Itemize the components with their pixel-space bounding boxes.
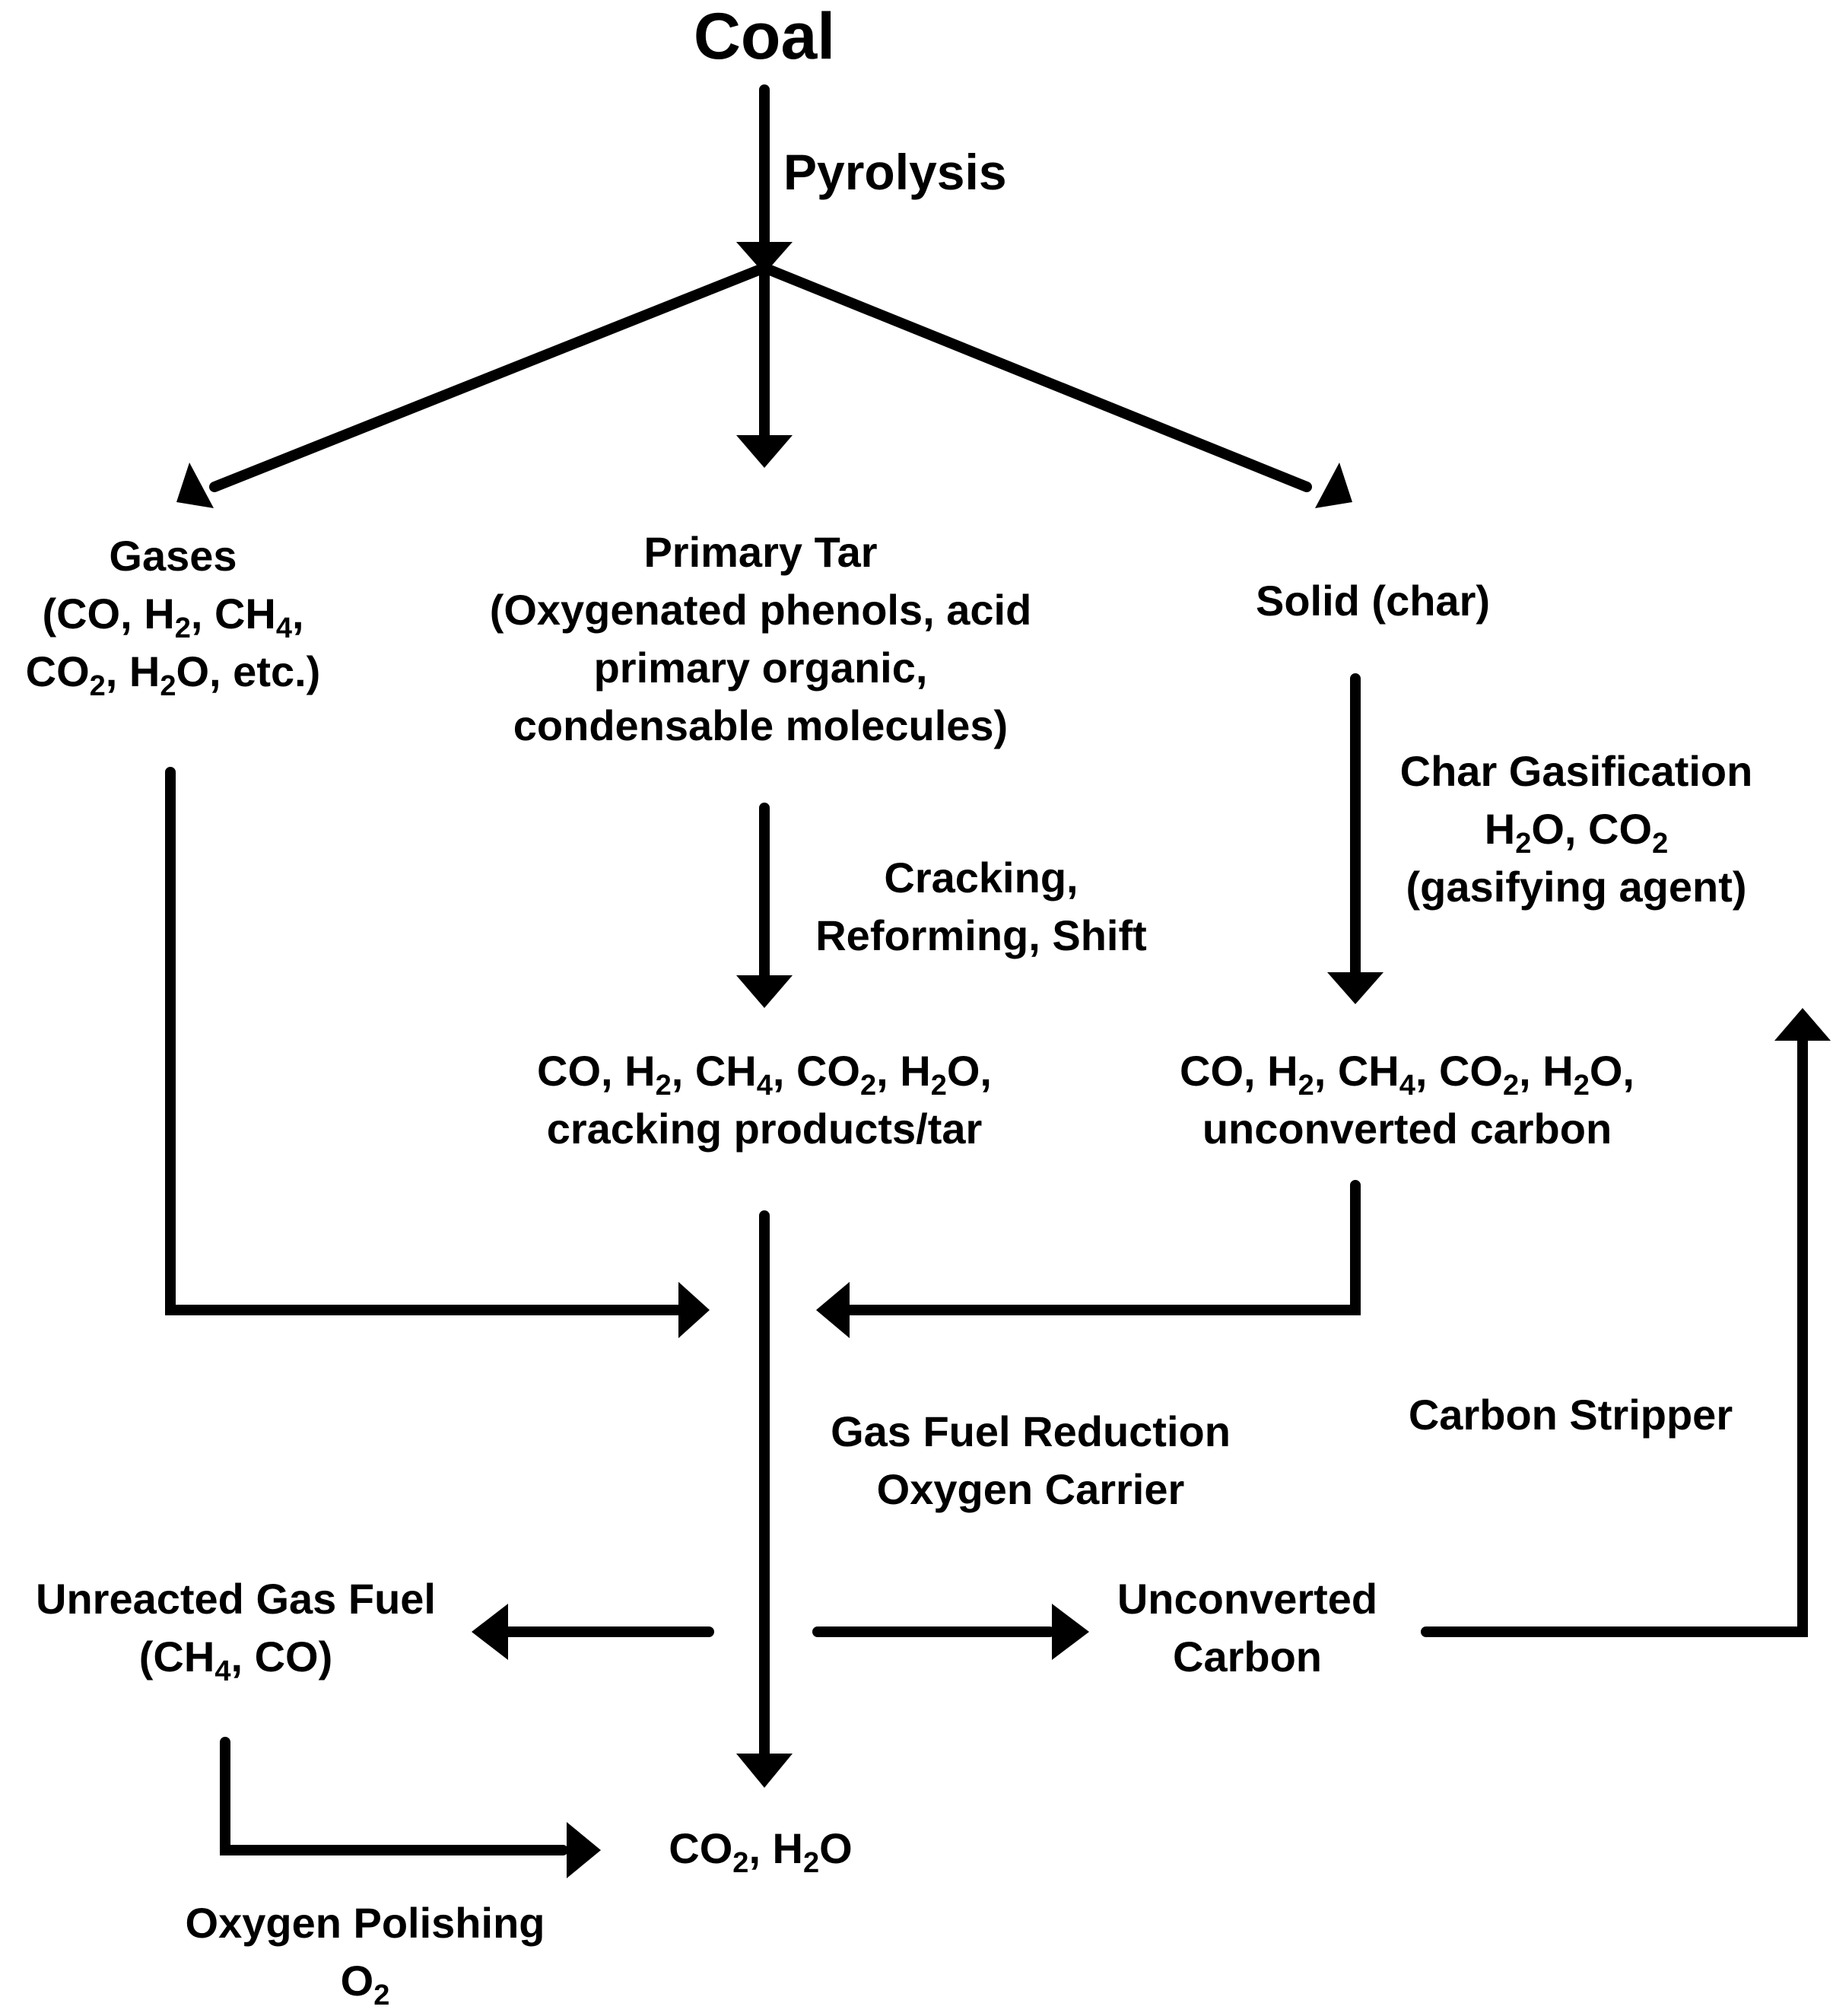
node-gases: Gases (CO, H2, CH4, CO2, H2O, etc.) <box>25 532 321 702</box>
node-solid: Solid (char) <box>1255 577 1491 625</box>
arrow-to-solid <box>759 262 1312 492</box>
arrowhead-char <box>1327 972 1383 1004</box>
node-unreacted-gas-fuel: Unreacted Gas Fuel (CH4, CO) <box>36 1575 436 1687</box>
node-coal: Coal <box>693 0 836 73</box>
arrowhead-gases <box>176 463 214 508</box>
arrowhead-final <box>736 1754 793 1788</box>
arrowhead-gases-merge <box>678 1282 710 1338</box>
node-unconverted-carbon: Unconverted Carbon <box>1117 1575 1378 1681</box>
node-char-products: CO, H2, CH4, CO2, H2O, unconverted carbo… <box>1180 1047 1634 1153</box>
arrow-gases-merge <box>165 767 690 1315</box>
arrowhead-oxygen-polishing <box>567 1822 601 1878</box>
arrow-carbon-stripper <box>1421 1031 1808 1637</box>
node-final-products: CO2, H2O <box>669 1824 853 1879</box>
label-cracking: Cracking, Reforming, Shift <box>815 854 1147 959</box>
arrow-to-gases <box>209 262 770 492</box>
arrowhead-unreacted <box>472 1604 508 1660</box>
label-oxygen-polishing: Oxygen Polishing O2 <box>185 1899 545 2011</box>
node-tar-products: CO, H2, CH4, CO2, H2O, cracking products… <box>537 1047 992 1153</box>
arrowhead-primary-tar <box>736 435 793 468</box>
arrowhead-unconverted <box>1052 1604 1089 1660</box>
node-primary-tar: Primary Tar (Oxygenated phenols, acid pr… <box>489 528 1032 749</box>
label-char-gasification: Char Gasification H2O, CO2 (gasifying ag… <box>1399 747 1753 911</box>
arrow-oxygen-polishing <box>220 1737 568 1855</box>
label-pyrolysis: Pyrolysis <box>783 144 1007 200</box>
arrowhead-solid <box>1315 463 1352 508</box>
arrowhead-cracking <box>736 975 793 1008</box>
label-gas-fuel-reduction: Gas Fuel Reduction Oxygen Carrier <box>831 1407 1231 1513</box>
arrowhead-char-merge <box>816 1282 850 1338</box>
label-carbon-stripper: Carbon Stripper <box>1408 1391 1733 1439</box>
arrow-char-merge <box>839 1180 1361 1315</box>
arrowhead-carbon-stripper <box>1774 1008 1831 1041</box>
arrowhead-pyrolysis <box>736 242 793 274</box>
